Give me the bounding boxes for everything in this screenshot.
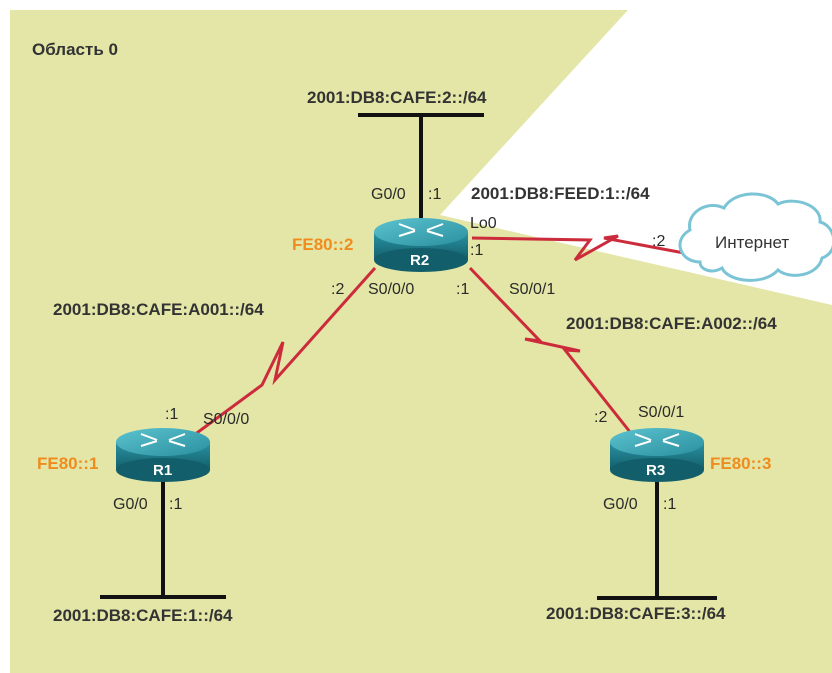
r2-s001-host: :1 <box>456 281 470 298</box>
network-cafe1: 2001:DB8:CAFE:1::/64 <box>53 606 233 625</box>
router-r2-icon[interactable] <box>374 218 468 272</box>
network-cafe2: 2001:DB8:CAFE:2::/64 <box>307 88 487 107</box>
r3-s001-label: S0/0/1 <box>638 404 685 421</box>
r2-s000-label: S0/0/0 <box>368 281 415 298</box>
r1-link-local: FE80::1 <box>37 454 99 473</box>
r2-g00-host: :1 <box>428 186 442 203</box>
r2-lo0-label: Lo0 <box>470 215 497 232</box>
r1-s000-host: :1 <box>165 406 179 423</box>
r1-s000-label: S0/0/0 <box>203 411 250 428</box>
router-r1-name: R1 <box>153 462 173 479</box>
lan-segment-r2 <box>358 113 484 222</box>
internet-label: Интернет <box>715 233 790 252</box>
serial-link-r1-r2 <box>189 267 377 440</box>
internet-cloud-icon <box>678 192 832 282</box>
r2-s001-label: S0/0/1 <box>509 281 556 298</box>
r2-lo0-host: :1 <box>470 242 484 259</box>
router-r1-icon[interactable] <box>116 428 210 482</box>
router-r3-icon[interactable] <box>610 428 704 482</box>
area-0-region <box>10 10 832 673</box>
lan-segment-r1 <box>100 478 226 599</box>
router-r2-name: R2 <box>410 252 430 269</box>
serial-link-r2-internet <box>471 234 701 262</box>
r3-g00-label: G0/0 <box>603 496 638 513</box>
network-a002: 2001:DB8:CAFE:A002::/64 <box>566 314 777 333</box>
isp-host: :2 <box>652 233 666 250</box>
r3-link-local: FE80::3 <box>710 454 772 473</box>
area-label: Область 0 <box>32 40 118 59</box>
r2-link-local: FE80::2 <box>292 235 354 254</box>
network-cafe3: 2001:DB8:CAFE:3::/64 <box>546 604 726 623</box>
serial-link-r2-r3 <box>468 266 632 433</box>
r1-g00-label: G0/0 <box>113 496 148 513</box>
network-feed1: 2001:DB8:FEED:1::/64 <box>471 184 650 203</box>
r3-g00-host: :1 <box>663 496 677 513</box>
r2-g00-label: G0/0 <box>371 186 406 203</box>
router-r3-name: R3 <box>646 462 666 479</box>
lan-segment-r3 <box>597 478 717 600</box>
r1-g00-host: :1 <box>169 496 183 513</box>
r2-s000-host: :2 <box>331 281 345 298</box>
r3-s001-host: :2 <box>594 409 608 426</box>
network-a001: 2001:DB8:CAFE:A001::/64 <box>53 300 264 319</box>
